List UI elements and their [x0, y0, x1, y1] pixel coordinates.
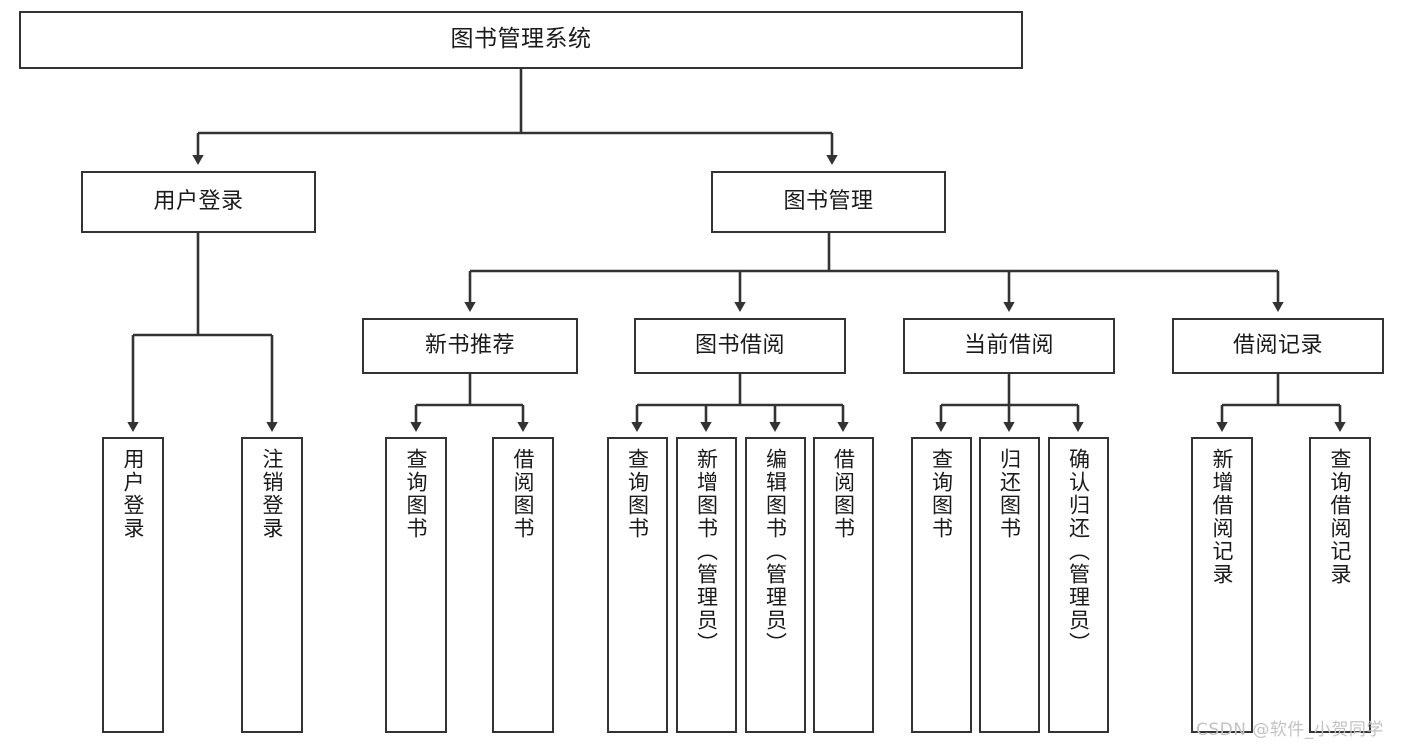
leaf-user-logout[interactable]: 注销登录 [241, 437, 303, 733]
leaf-user-login[interactable]: 用户登录 [102, 437, 164, 733]
leaf-confirm-return-admin[interactable]: 确认归还（管理员） [1048, 437, 1109, 733]
node-label: 新增图书（管理员） [694, 448, 719, 655]
node-borrow-record[interactable]: 借阅记录 [1172, 318, 1384, 374]
leaf-return-book[interactable]: 归还图书 [979, 437, 1040, 733]
csdn-watermark: CSDN @软件_小贺同学 [1196, 720, 1384, 740]
node-label: 确认归还（管理员） [1066, 448, 1091, 655]
leaf-edit-book-admin[interactable]: 编辑图书（管理员） [745, 437, 806, 733]
node-label: 归还图书 [997, 448, 1022, 540]
node-book-management[interactable]: 图书管理 [711, 171, 946, 233]
node-label: 当前借阅 [963, 333, 1054, 359]
node-label: 用户登录 [153, 189, 244, 215]
leaf-query-borrow-record[interactable]: 查询借阅记录 [1309, 437, 1371, 733]
node-label: 查询图书 [404, 448, 429, 540]
node-label: 查询图书 [625, 448, 650, 540]
node-label: 图书管理系统 [450, 26, 592, 53]
node-root-book-management-system[interactable]: 图书管理系统 [19, 11, 1023, 69]
node-label: 借阅图书 [831, 448, 856, 540]
node-label: 查询图书 [929, 448, 954, 540]
leaf-borrow-book-recommend[interactable]: 借阅图书 [492, 437, 554, 733]
leaf-borrow-book[interactable]: 借阅图书 [813, 437, 874, 733]
leaf-add-book-admin[interactable]: 新增图书（管理员） [676, 437, 737, 733]
node-label: 编辑图书（管理员） [763, 448, 788, 655]
node-label: 注销登录 [260, 448, 285, 540]
node-book-borrow[interactable]: 图书借阅 [634, 318, 846, 374]
node-label: 用户登录 [121, 448, 146, 540]
leaf-add-borrow-record[interactable]: 新增借阅记录 [1191, 437, 1253, 733]
node-label: 借阅图书 [511, 448, 536, 540]
leaf-query-book-current[interactable]: 查询图书 [911, 437, 972, 733]
node-label: 新增借阅记录 [1210, 448, 1235, 586]
node-label: 新书推荐 [424, 333, 515, 359]
leaf-query-book-recommend[interactable]: 查询图书 [385, 437, 447, 733]
leaf-query-book-borrow[interactable]: 查询图书 [607, 437, 668, 733]
node-new-book-recommend[interactable]: 新书推荐 [362, 318, 578, 374]
node-label: 图书管理 [783, 189, 874, 215]
node-user-login[interactable]: 用户登录 [81, 171, 316, 233]
node-label: 查询借阅记录 [1328, 448, 1353, 586]
node-label: 图书借阅 [694, 333, 785, 359]
node-current-borrow[interactable]: 当前借阅 [903, 318, 1115, 374]
node-label: 借阅记录 [1232, 333, 1323, 359]
